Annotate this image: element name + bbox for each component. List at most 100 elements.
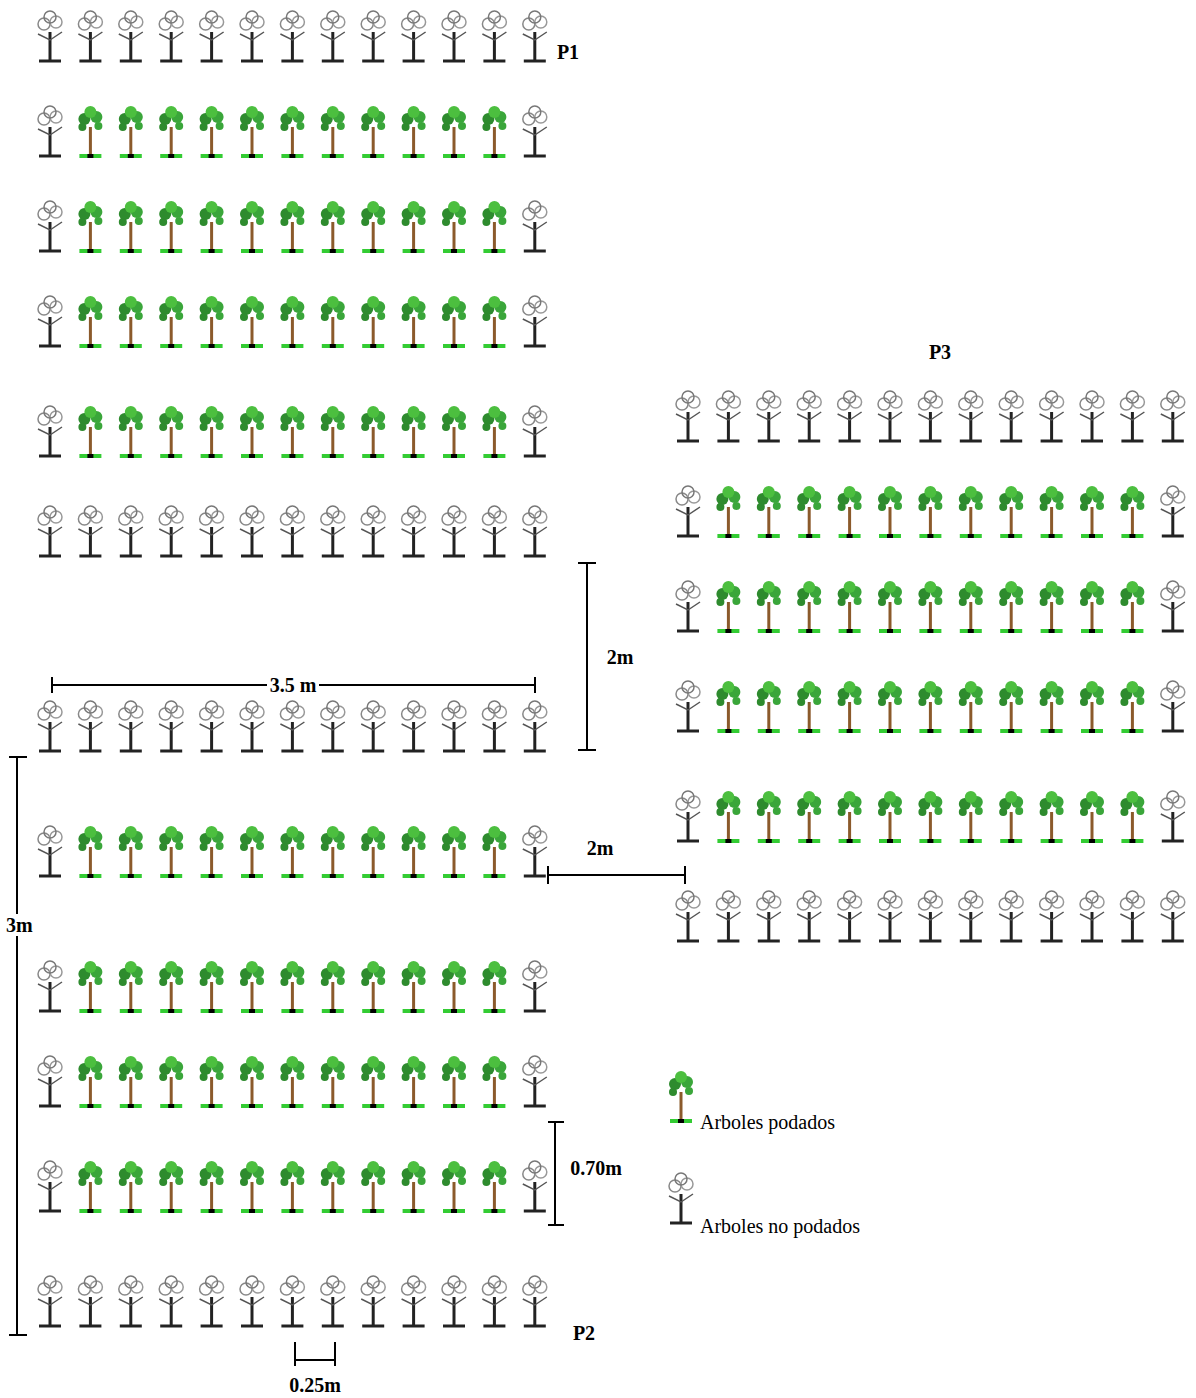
unpruned-tree [959,891,983,941]
pruned-tree [959,486,983,536]
unpruned-tree [321,701,345,751]
pruned-tree [159,1161,183,1211]
unpruned-tree [240,11,264,61]
pruned-tree [999,486,1023,536]
unpruned-tree [402,1276,426,1326]
pruned-tree [959,681,983,731]
unpruned-tree [38,826,62,876]
unpruned-tree [999,391,1023,441]
unpruned-tree [1080,891,1104,941]
unpruned-tree [38,1161,62,1211]
unpruned-tree [119,1276,143,1326]
unpruned-tree [1120,891,1144,941]
pruned-tree [200,296,224,346]
unpruned-tree [918,391,942,441]
pruned-tree [200,1056,224,1106]
unpruned-tree [523,406,547,456]
unpruned-tree [119,506,143,556]
unpruned-tree [321,506,345,556]
pruned-tree [757,486,781,536]
pruned-tree [482,106,506,156]
pruned-tree [240,296,264,346]
pruned-tree [240,826,264,876]
unpruned-tree [1161,681,1185,731]
pruned-tree [959,791,983,841]
pruned-tree [442,826,466,876]
unpruned-tree [200,506,224,556]
unpruned-tree [878,391,902,441]
unpruned-tree [999,891,1023,941]
pruned-tree [321,201,345,251]
pruned-tree [1080,486,1104,536]
pruned-tree [402,961,426,1011]
pruned-tree [1040,486,1064,536]
pruned-tree [402,106,426,156]
pruned-tree [716,581,740,631]
pruned-tree [321,1161,345,1211]
unpruned-tree [523,11,547,61]
unpruned-tree [757,391,781,441]
plot-label: P3 [929,342,951,362]
unpruned-tree [119,701,143,751]
unpruned-tree [523,1056,547,1106]
pruned-tree [78,961,102,1011]
pruned-tree [442,1161,466,1211]
unpruned-tree [482,701,506,751]
pruned-tree [797,486,821,536]
unpruned-tree [757,891,781,941]
unpruned-tree [38,1056,62,1106]
pruned-tree [321,106,345,156]
pruned-tree [716,791,740,841]
pruned-tree [999,681,1023,731]
unpruned-tree [159,506,183,556]
pruned-tree [119,1056,143,1106]
unpruned-tree [240,506,264,556]
unpruned-tree [240,1276,264,1326]
unpruned-tree [38,701,62,751]
pruned-tree [361,1161,385,1211]
pruned-tree [878,681,902,731]
unpruned-tree [878,891,902,941]
unpruned-tree [669,1173,693,1223]
pruned-tree [240,1056,264,1106]
unpruned-tree [159,11,183,61]
pruned-tree [442,1056,466,1106]
unpruned-tree [797,891,821,941]
unpruned-tree [1040,391,1064,441]
unpruned-tree [159,1276,183,1326]
pruned-tree [959,581,983,631]
unpruned-tree [797,391,821,441]
unpruned-tree [78,506,102,556]
pruned-tree [1040,791,1064,841]
pruned-tree [78,106,102,156]
dimension-label: 3.5 m [267,674,320,696]
unpruned-tree [482,11,506,61]
unpruned-tree [159,701,183,751]
pruned-tree [402,826,426,876]
unpruned-tree [38,961,62,1011]
unpruned-tree [402,701,426,751]
pruned-tree [442,406,466,456]
pruned-tree [200,826,224,876]
pruned-tree [200,406,224,456]
pruned-tree [119,406,143,456]
pruned-tree [321,1056,345,1106]
pruned-tree [119,826,143,876]
pruned-tree [159,106,183,156]
pruned-tree [280,1056,304,1106]
pruned-tree [918,486,942,536]
unpruned-tree [200,1276,224,1326]
unpruned-tree [361,11,385,61]
unpruned-tree [716,891,740,941]
pruned-tree [280,296,304,346]
unpruned-tree [200,11,224,61]
unpruned-tree [676,681,700,731]
dimension-label: 2m [607,647,634,667]
unpruned-tree [280,506,304,556]
dimension-label: 0.25m [289,1375,341,1395]
legend-text: Arboles podados [700,1112,835,1132]
plot-label: P2 [573,1323,595,1343]
pruned-tree [119,961,143,1011]
unpruned-tree [38,506,62,556]
unpruned-tree [482,1276,506,1326]
